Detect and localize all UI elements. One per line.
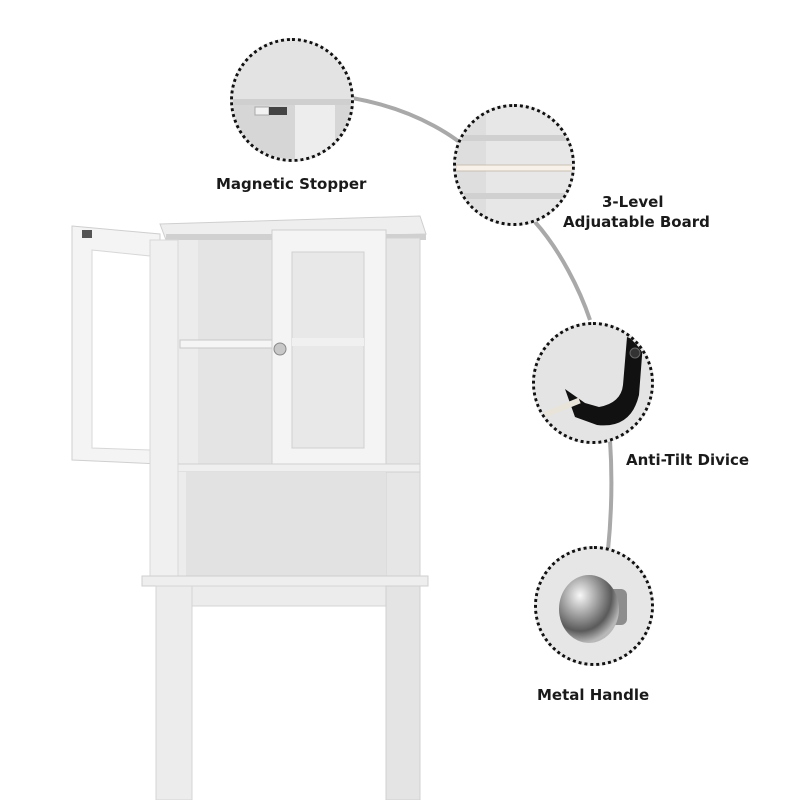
metal-handle-detail bbox=[534, 546, 654, 666]
magnetic-stopper-detail bbox=[230, 38, 354, 162]
adjustable-board-label-line1: 3-Level bbox=[602, 193, 664, 211]
metal-handle-label: Metal Handle bbox=[537, 686, 650, 704]
adjustable-board-detail bbox=[453, 104, 575, 226]
adjustable-board-label-line2: Adjuatable Board bbox=[563, 213, 710, 231]
anti-tilt-detail bbox=[532, 322, 654, 444]
magnetic-stopper-label: Magnetic Stopper bbox=[216, 175, 367, 193]
anti-tilt-label: Anti-Tilt Divice bbox=[626, 451, 750, 469]
cabinet-illustration bbox=[70, 210, 430, 800]
